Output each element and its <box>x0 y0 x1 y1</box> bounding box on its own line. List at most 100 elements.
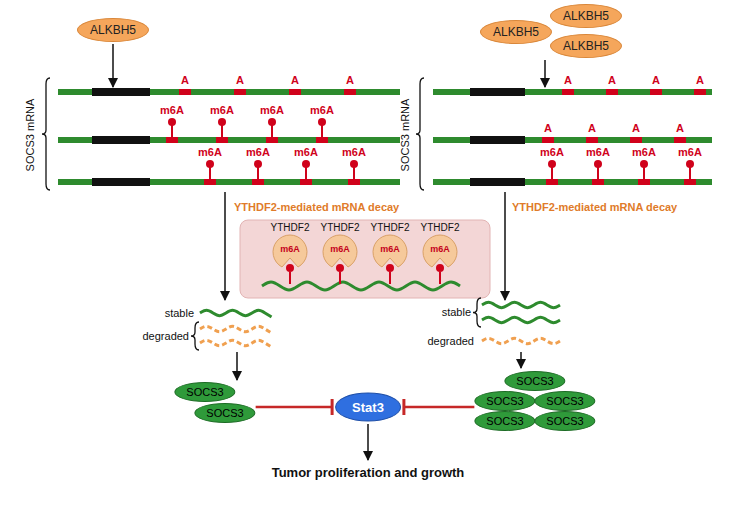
site-label: A <box>588 122 596 134</box>
methyl-dot <box>594 160 602 168</box>
node-text: ALKBH5 <box>493 25 539 39</box>
adenosine-site <box>546 179 558 185</box>
methyl-stick <box>389 272 391 284</box>
mrna-strand <box>58 89 400 95</box>
node-text: SOCS3 <box>516 375 553 387</box>
site-label: m6A <box>310 104 334 116</box>
methyl-dot <box>640 160 648 168</box>
curly-bracket <box>191 322 199 350</box>
reader-shape: m6A <box>322 234 358 270</box>
methyl-dot <box>268 118 276 126</box>
stable-mrna <box>200 310 272 317</box>
outcome-label: Tumor proliferation and growth <box>272 465 465 480</box>
site-label: m6A <box>160 104 184 116</box>
adenosine-site <box>630 137 642 143</box>
adenosine-site <box>650 89 662 95</box>
enzyme-oval: ALKBH5 <box>77 18 149 42</box>
adenosine-site <box>606 89 618 95</box>
node-text: ALKBH5 <box>563 39 609 53</box>
coding-region <box>92 88 150 96</box>
flow-arrow <box>544 60 546 87</box>
adenosine-site <box>234 89 246 95</box>
adenosine-site <box>289 89 301 95</box>
inhibition-connector <box>404 406 474 409</box>
methyl-dot <box>206 160 214 168</box>
mrna-strand <box>58 179 400 185</box>
protein-oval: SOCS3 <box>504 371 565 391</box>
coding-region <box>470 178 525 186</box>
mechanism-panel <box>240 220 490 298</box>
flow-arrow <box>520 352 522 368</box>
methyl-stick <box>353 167 355 179</box>
flow-arrow <box>504 192 506 300</box>
mrna-strand <box>433 179 712 185</box>
mrna-strand <box>433 137 712 143</box>
methyl-dot <box>286 264 294 272</box>
reader-protein: YTHDF2m6A <box>416 222 464 270</box>
adenosine-site <box>694 89 706 95</box>
target-oval: Stat3 <box>335 393 401 422</box>
reader-protein: YTHDF2m6A <box>366 222 414 270</box>
coding-region <box>92 178 150 186</box>
annotation-label: stable <box>165 307 194 319</box>
enzyme-oval: ALKBH5 <box>550 34 622 58</box>
methyl-stick <box>597 167 599 179</box>
flow-arrow <box>112 44 114 87</box>
methyl-dot <box>218 118 226 126</box>
process-label: YTHDF2-mediated mRNA decay <box>512 201 677 213</box>
adenosine-site <box>179 89 191 95</box>
site-label: A <box>236 74 244 86</box>
methyl-dot <box>318 118 326 126</box>
adenosine-site <box>300 179 312 185</box>
methyl-dot <box>350 160 358 168</box>
site-label: A <box>652 74 660 86</box>
methyl-stick <box>171 125 173 137</box>
site-label: m6A <box>632 146 656 158</box>
methyl-stick <box>321 125 323 137</box>
enzyme-oval: ALKBH5 <box>480 20 552 44</box>
site-label: m6A <box>342 146 366 158</box>
adenosine-site <box>252 179 264 185</box>
node-text: SOCS3 <box>486 395 523 407</box>
coding-region <box>470 88 525 96</box>
degraded-mrna <box>200 326 272 333</box>
methyl-dot <box>548 160 556 168</box>
protein-oval: SOCS3 <box>534 411 595 431</box>
node-text: SOCS3 <box>546 395 583 407</box>
site-label: m6A <box>294 146 318 158</box>
methyl-stick <box>221 125 223 137</box>
node-text: Stat3 <box>352 400 384 415</box>
annotation-label: stable <box>442 306 471 318</box>
methyl-dot <box>336 264 344 272</box>
site-label: A <box>696 74 704 86</box>
methyl-stick <box>305 167 307 179</box>
methyl-stick <box>689 167 691 179</box>
site-label: A <box>346 74 354 86</box>
node-text: SOCS3 <box>486 415 523 427</box>
curly-bracket <box>473 298 481 327</box>
modification-label: m6A <box>330 244 350 254</box>
methyl-stick <box>289 272 291 284</box>
protein-name: YTHDF2 <box>321 222 360 234</box>
reader-shape: m6A <box>372 234 408 270</box>
site-label: m6A <box>678 146 702 158</box>
site-label: m6A <box>210 104 234 116</box>
stable-mrna <box>482 302 560 307</box>
methyl-dot <box>254 160 262 168</box>
adenosine-site <box>348 179 360 185</box>
methyl-stick <box>209 167 211 179</box>
methyl-dot <box>386 264 394 272</box>
adenosine-site <box>562 89 574 95</box>
modification-label: m6A <box>430 244 450 254</box>
methyl-stick <box>643 167 645 179</box>
site-label: A <box>608 74 616 86</box>
annotation-label: degraded <box>428 335 475 347</box>
flow-arrow <box>367 424 369 460</box>
mrna-strand <box>433 89 712 95</box>
modification-label: m6A <box>380 244 400 254</box>
reader-protein: YTHDF2 m6A <box>316 222 364 270</box>
reader-protein: YTHDF2m6A <box>266 222 314 270</box>
